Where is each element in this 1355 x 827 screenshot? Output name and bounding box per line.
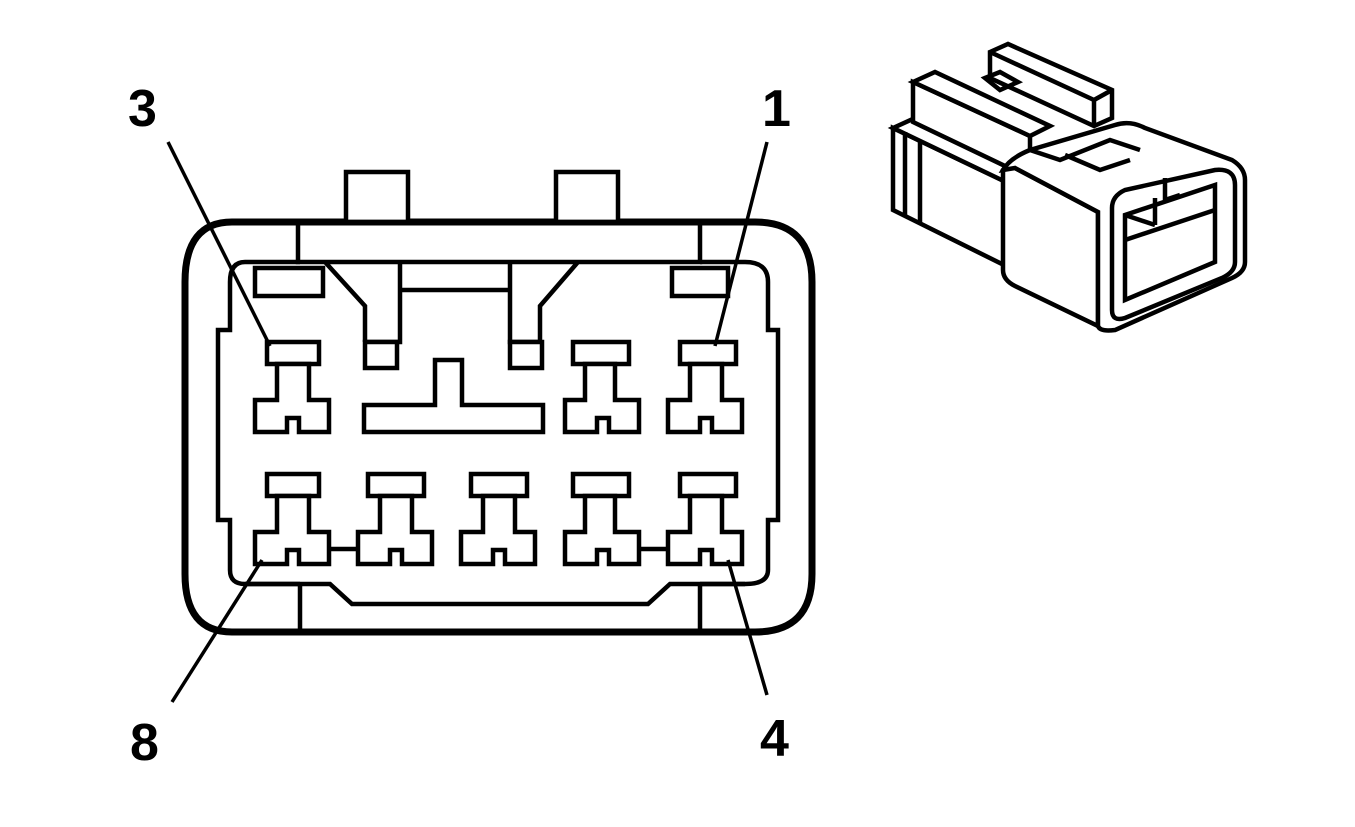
terminal-pin-1: [665, 339, 745, 435]
corner-block-right: [669, 265, 731, 299]
leader-line-pin-3: [166, 141, 272, 347]
pin-label-8: 8: [130, 714, 159, 772]
terminal-pin-7: [355, 471, 435, 567]
latch-tab-right: [553, 169, 621, 225]
terminal-pin-4: [665, 471, 745, 567]
bottom-inner-rail: [245, 581, 745, 632]
connector-cavity-outline: [215, 259, 781, 587]
leader-line-pin-4: [726, 559, 769, 696]
terminal-pin-6: [458, 471, 538, 567]
leader-line-pin-8: [170, 559, 264, 703]
terminal-pin-3: [252, 339, 332, 435]
terminal-pin-8: [252, 471, 332, 567]
keying-block-upper: [365, 262, 540, 345]
pin-label-3: 3: [128, 80, 157, 138]
connector-isometric-view: [887, 41, 1248, 333]
connector-face-view: 3 1 8 4: [128, 80, 816, 772]
corner-block-left: [252, 265, 326, 299]
leader-line-pin-1: [713, 141, 769, 347]
center-key: [361, 357, 546, 435]
pin-label-1: 1: [762, 80, 791, 138]
terminal-pin-upper-3: [562, 339, 642, 435]
top-inner-rail: [295, 222, 703, 342]
latch-tab-left: [343, 169, 411, 225]
terminal-pin-5: [562, 471, 642, 567]
connector-housing-outline: [181, 218, 816, 636]
pin-label-4: 4: [760, 710, 789, 768]
